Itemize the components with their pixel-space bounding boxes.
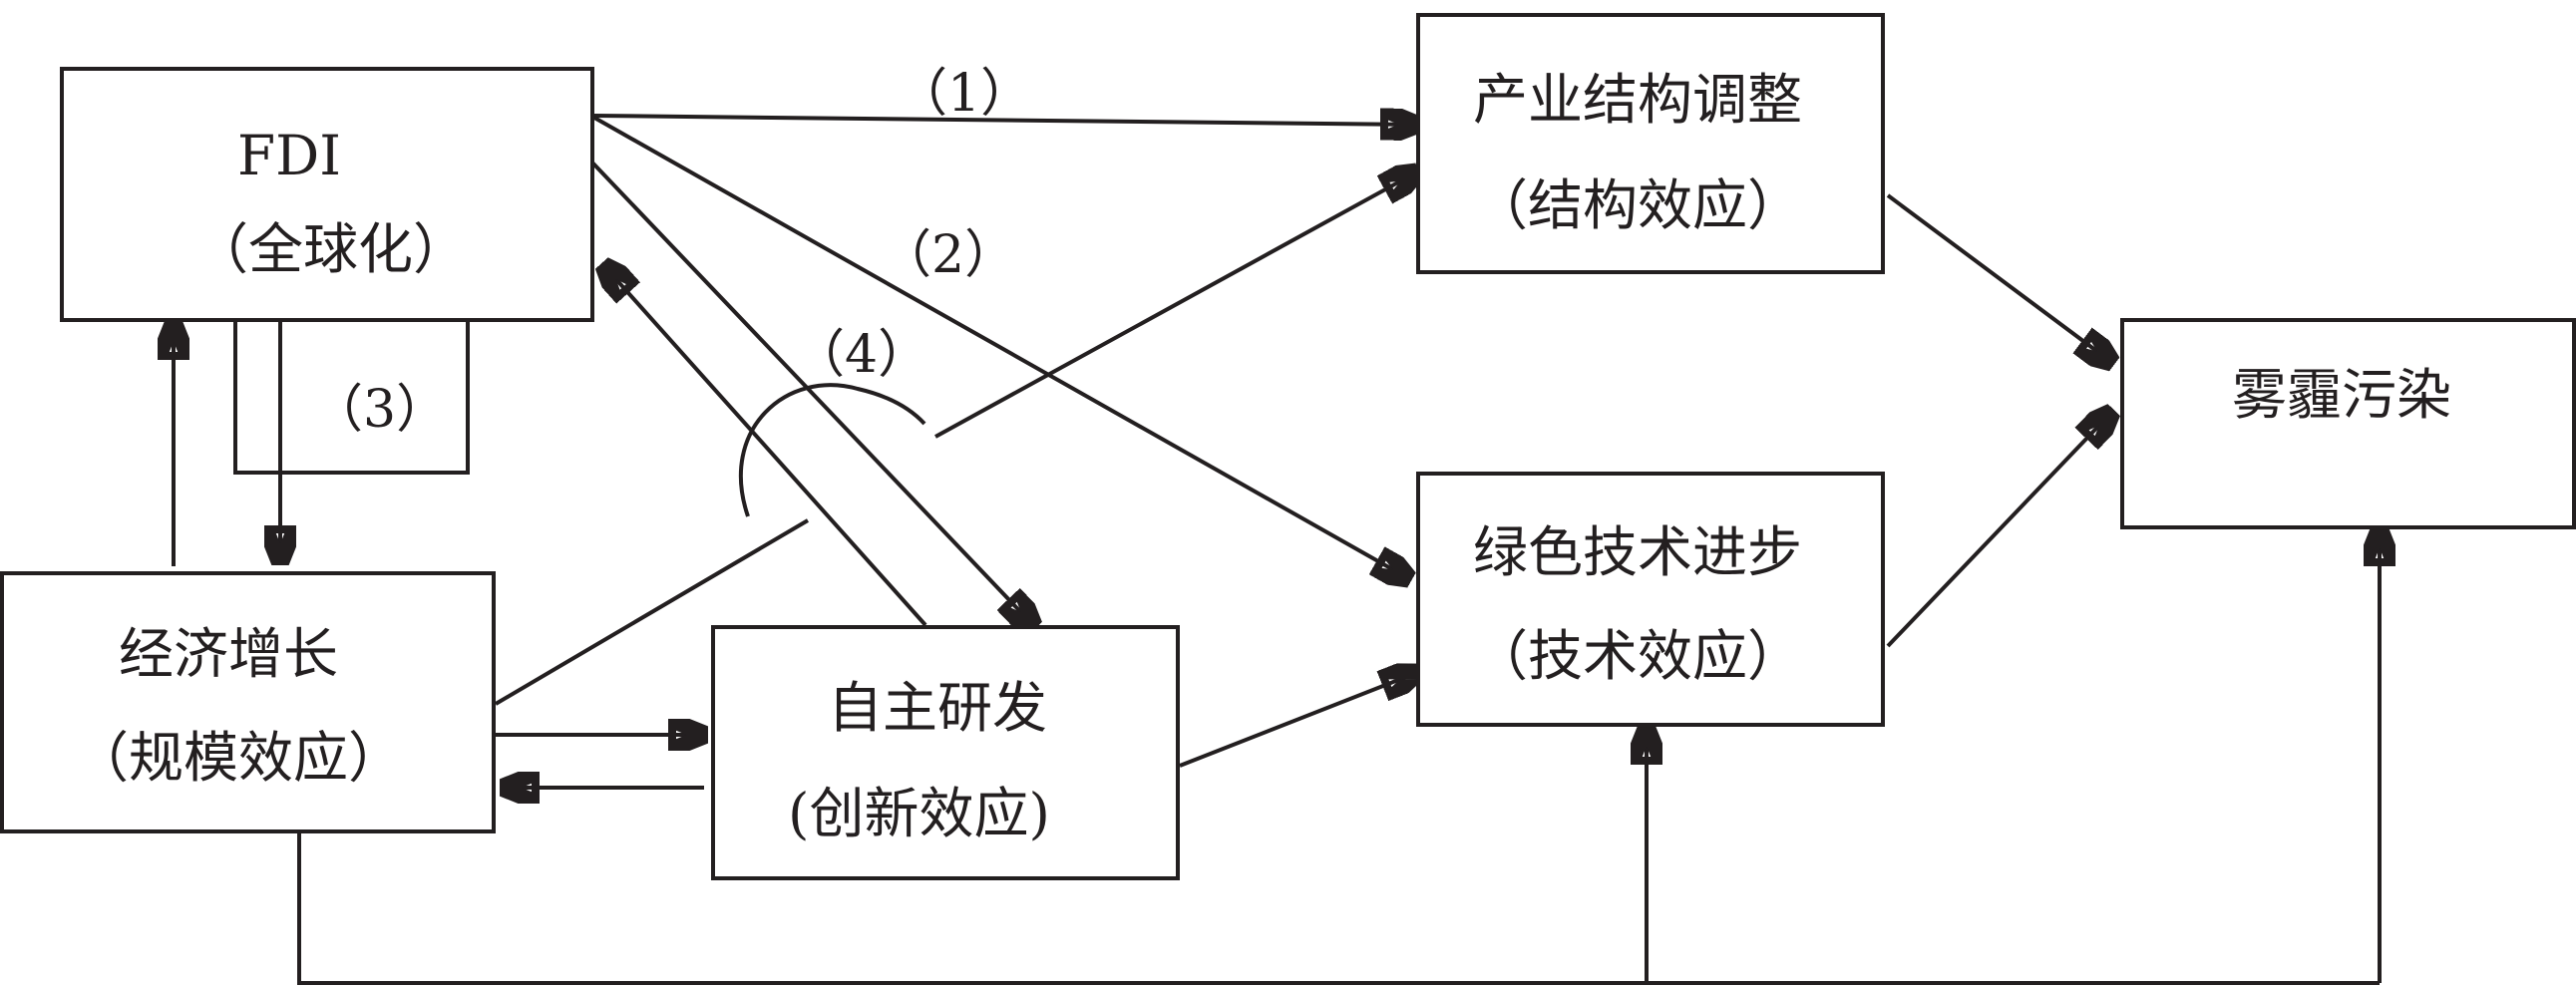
green-tech-node: 绿色技术进步 （技术效应） — [1416, 472, 1885, 727]
green-tech-title: 绿色技术进步 — [1473, 520, 1803, 584]
loop-box-path-3 — [233, 320, 470, 475]
arrow-industry-to-haze — [1886, 193, 2111, 362]
arrow-fdi-to-green-tech — [593, 116, 1408, 578]
path-label-1: （1） — [896, 64, 1033, 124]
path-label-4: （4） — [793, 325, 930, 385]
industry-structure-title: 产业结构调整 — [1473, 68, 1803, 132]
green-tech-subtitle: （技术效应） — [1473, 624, 1803, 688]
arrow-fdi-to-rnd — [589, 160, 1033, 625]
economic-growth-title: 经济增长 — [119, 622, 339, 686]
path-label-2: （2） — [880, 225, 1017, 285]
industry-structure-node: 产业结构调整 （结构效应） — [1416, 13, 1885, 274]
arrow-growth-to-industry-lower — [494, 518, 810, 706]
industry-structure-subtitle: （结构效应） — [1473, 173, 1803, 237]
arrow-green-tech-to-haze — [1886, 413, 2111, 648]
fdi-title: FDI — [237, 124, 341, 187]
economic-growth-node: 经济增长 （规模效应） — [0, 571, 496, 833]
arrow-rnd-to-fdi — [604, 266, 927, 627]
arrow-growth-to-industry-upper — [934, 172, 1416, 439]
rnd-node: 自主研发 (创新效应) — [711, 625, 1180, 880]
economic-growth-subtitle: （规模效应） — [74, 726, 404, 790]
rnd-subtitle: (创新效应) — [788, 782, 1050, 845]
bottom-path — [297, 831, 2380, 985]
haze-pollution-title: 雾霾污染 — [2232, 363, 2452, 427]
arrow-rnd-to-green-tech — [1179, 673, 1416, 768]
path-label-3: （3） — [311, 380, 449, 440]
fdi-subtitle: （全球化） — [193, 217, 469, 281]
crossing-arc — [738, 383, 926, 517]
fdi-node: FDI （全球化） — [60, 67, 594, 322]
rnd-title: 自主研发 — [828, 676, 1048, 740]
arrow-fdi-to-industry — [593, 116, 1416, 125]
haze-pollution-node: 雾霾污染 — [2120, 318, 2576, 529]
